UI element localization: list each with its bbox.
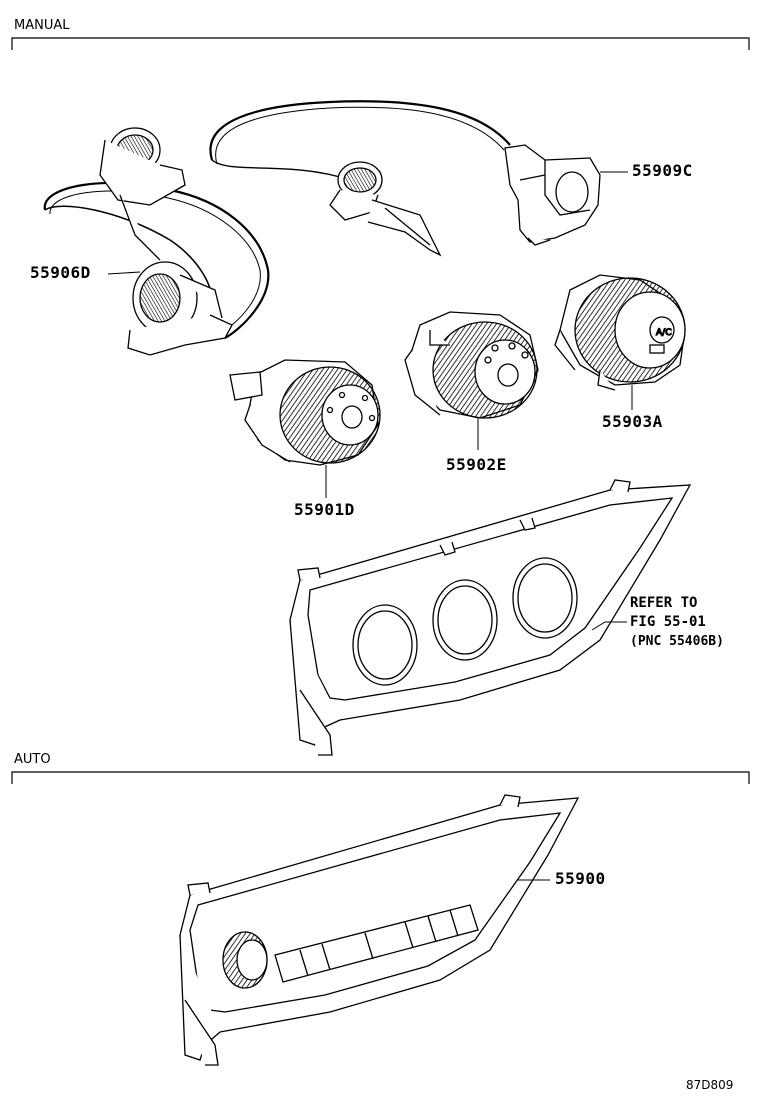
auto-section-bracket xyxy=(11,771,750,784)
control-cable-55909c xyxy=(209,100,601,257)
section-label-manual: MANUAL xyxy=(14,18,70,33)
section-label-auto: AUTO xyxy=(14,752,51,767)
manual-section-bracket xyxy=(11,37,750,50)
manual-panel-bezel xyxy=(289,479,692,756)
reference-line-2: FIG 55-01 xyxy=(630,614,706,630)
part-number-55903a: 55903A xyxy=(602,412,663,431)
part-number-55909c: 55909C xyxy=(632,161,693,180)
reference-line-3: (PNC 55406B) xyxy=(630,634,724,649)
auto-control-panel-55900 xyxy=(179,794,580,1066)
reference-note: REFER TO FIG 55-01 (PNC 55406B) xyxy=(630,594,724,651)
part-number-55900: 55900 xyxy=(555,869,606,888)
figure-id: 87D809 xyxy=(686,1078,734,1092)
reference-line-1: REFER TO xyxy=(630,595,698,611)
control-knob-55901d xyxy=(229,359,381,466)
leader-lines xyxy=(107,171,633,881)
part-number-55906d: 55906D xyxy=(30,263,91,282)
leader-55906d xyxy=(107,271,141,275)
svg-text:A/C: A/C xyxy=(656,328,671,338)
part-number-55901d: 55901D xyxy=(294,500,355,519)
control-knob-55903a: A/C xyxy=(554,274,686,391)
leader-refer xyxy=(591,621,627,631)
control-cable-55906d xyxy=(43,127,270,356)
control-knob-55902e xyxy=(404,311,539,419)
part-number-55902e: 55902E xyxy=(446,455,507,474)
